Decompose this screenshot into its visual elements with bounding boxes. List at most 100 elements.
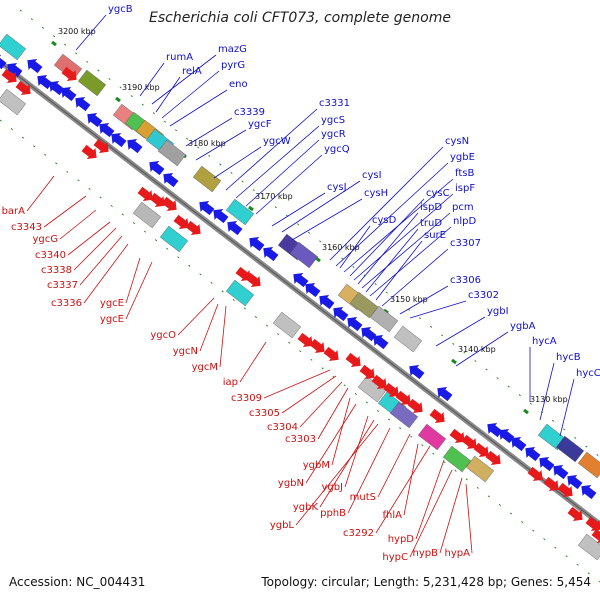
reverse-gene-label-c3303[interactable]: c3303 bbox=[285, 434, 316, 445]
forward-gene-label-ygcF[interactable]: ygcF bbox=[248, 119, 272, 130]
gene-leader-line bbox=[339, 225, 371, 269]
gene-leader-line bbox=[329, 146, 444, 261]
forward-gene-label-cysH[interactable]: cysH bbox=[364, 188, 388, 199]
gene-leader-line bbox=[369, 226, 452, 297]
forward-gene-arrow bbox=[149, 160, 165, 176]
reverse-gene-label-ygbK[interactable]: ygbK bbox=[293, 502, 319, 513]
forward-gene-arrow bbox=[333, 306, 349, 322]
forward-gene-label-rumA[interactable]: rumA bbox=[166, 52, 193, 63]
reverse-gene-label-c3337[interactable]: c3337 bbox=[47, 280, 78, 291]
forward-gene-label-eno[interactable]: eno bbox=[229, 79, 248, 90]
forward-gene-label-truD[interactable]: truD bbox=[420, 218, 442, 229]
forward-gene-label-ftsB[interactable]: ftsB bbox=[455, 168, 474, 179]
gene-leader-line bbox=[415, 459, 445, 540]
gene-leader-line bbox=[455, 331, 509, 367]
gene-block bbox=[159, 225, 189, 253]
reverse-gene-label-ygcN[interactable]: ygcN bbox=[173, 346, 198, 357]
forward-gene-label-hycA[interactable]: hycA bbox=[532, 336, 557, 347]
forward-gene-label-nlpD[interactable]: nlpD bbox=[453, 216, 476, 227]
gene-leader-line bbox=[73, 227, 117, 271]
reverse-gene-label-mutS[interactable]: mutS bbox=[350, 492, 376, 503]
forward-gene-label-surE[interactable]: surE bbox=[424, 230, 446, 241]
track-guide-reverse-outer bbox=[0, 119, 600, 583]
reverse-gene-label-ygcG[interactable]: ygcG bbox=[32, 234, 58, 245]
forward-gene-label-c3307[interactable]: c3307 bbox=[450, 238, 481, 249]
forward-gene-label-pyrG[interactable]: pyrG bbox=[221, 60, 245, 71]
reverse-gene-arrow bbox=[527, 466, 543, 482]
forward-gene-label-ispF[interactable]: ispF bbox=[455, 183, 475, 194]
forward-gene-label-ygbA[interactable]: ygbA bbox=[510, 321, 536, 332]
reverse-gene-label-ygcM[interactable]: ygcM bbox=[192, 362, 218, 373]
gene-block bbox=[349, 291, 379, 319]
reverse-gene-label-c3336[interactable]: c3336 bbox=[51, 298, 82, 309]
forward-gene-label-hycC[interactable]: hycC bbox=[576, 368, 600, 379]
gene-leader-line bbox=[409, 300, 467, 319]
reverse-gene-label-c3304[interactable]: c3304 bbox=[267, 422, 298, 433]
reverse-gene-label-hypD[interactable]: hypD bbox=[388, 534, 415, 545]
forward-gene-label-cysJ[interactable]: cysJ bbox=[327, 182, 347, 193]
reverse-gene-label-ygbM[interactable]: ygbM bbox=[303, 460, 330, 471]
gene-leader-line bbox=[125, 257, 141, 304]
forward-gene-label-c3331[interactable]: c3331 bbox=[319, 98, 350, 109]
reverse-gene-label-c3305[interactable]: c3305 bbox=[249, 408, 280, 419]
forward-gene-label-ygbE[interactable]: ygbE bbox=[450, 152, 475, 163]
forward-gene-label-ispD[interactable]: ispD bbox=[420, 202, 442, 213]
forward-gene-label-ygcR[interactable]: ygcR bbox=[321, 129, 346, 140]
reverse-gene-arrow bbox=[185, 220, 201, 236]
gene-leader-line bbox=[331, 397, 351, 466]
reverse-gene-label-c3309[interactable]: c3309 bbox=[231, 393, 262, 404]
reverse-gene-label-iap[interactable]: iap bbox=[223, 377, 238, 388]
forward-gene-label-c3302[interactable]: c3302 bbox=[468, 290, 499, 301]
forward-gene-arrow bbox=[409, 364, 425, 380]
reverse-gene-label-c3343[interactable]: c3343 bbox=[11, 222, 42, 233]
forward-gene-arrow bbox=[99, 122, 115, 138]
reverse-gene-label-ygcE[interactable]: ygcE bbox=[100, 314, 124, 325]
gene-leader-line bbox=[169, 89, 228, 127]
ruler-tick bbox=[248, 205, 254, 212]
gene-block bbox=[465, 455, 495, 483]
reverse-gene-label-barA[interactable]: barA bbox=[2, 206, 26, 217]
reverse-gene-arrow bbox=[359, 364, 375, 380]
forward-gene-label-ygcW[interactable]: ygcW bbox=[263, 136, 291, 147]
reverse-gene-label-c3338[interactable]: c3338 bbox=[41, 265, 72, 276]
ruler-label: 3140 kbp bbox=[458, 345, 496, 354]
reverse-gene-label-c3340[interactable]: c3340 bbox=[35, 250, 66, 261]
forward-gene-label-c3306[interactable]: c3306 bbox=[450, 275, 481, 286]
reverse-gene-label-fhlA[interactable]: fhlA bbox=[383, 510, 403, 521]
reverse-gene-label-hypA[interactable]: hypA bbox=[445, 548, 471, 559]
reverse-gene-label-pphB[interactable]: pphB bbox=[320, 508, 346, 519]
forward-gene-label-ygbI[interactable]: ygbI bbox=[487, 306, 509, 317]
forward-gene-label-ygcB[interactable]: ygcB bbox=[108, 4, 133, 15]
gene-block bbox=[389, 401, 419, 429]
gene-block bbox=[77, 69, 107, 97]
reverse-gene-label-hypB[interactable]: hypB bbox=[413, 548, 439, 559]
reverse-gene-label-ygbL[interactable]: ygbL bbox=[270, 520, 295, 531]
gene-leader-line bbox=[225, 108, 318, 191]
forward-gene-label-c3339[interactable]: c3339 bbox=[234, 107, 265, 118]
reverse-gene-arrow bbox=[81, 144, 97, 160]
forward-gene-label-cysI[interactable]: cysI bbox=[362, 170, 382, 181]
forward-gene-label-hycB[interactable]: hycB bbox=[556, 352, 581, 363]
forward-gene-label-relA[interactable]: relA bbox=[182, 66, 202, 77]
forward-gene-label-ygcQ[interactable]: ygcQ bbox=[324, 144, 350, 155]
ruler-label: 3190 kbp bbox=[122, 83, 160, 92]
reverse-gene-label-hypC[interactable]: hypC bbox=[382, 552, 408, 563]
forward-gene-label-cysD[interactable]: cysD bbox=[372, 215, 397, 226]
reverse-gene-arrow bbox=[137, 186, 153, 202]
forward-gene-label-cysN[interactable]: cysN bbox=[445, 136, 469, 147]
forward-gene-label-cysC[interactable]: cysC bbox=[426, 188, 450, 199]
reverse-gene-label-c3292[interactable]: c3292 bbox=[343, 528, 374, 539]
ruler-tick bbox=[451, 358, 457, 365]
forward-gene-arrow bbox=[487, 422, 503, 438]
forward-gene-label-ygcS[interactable]: ygcS bbox=[321, 115, 345, 126]
reverse-gene-label-ygcE[interactable]: ygcE bbox=[100, 298, 124, 309]
reverse-gene-label-ygbN[interactable]: ygbN bbox=[278, 478, 304, 489]
forward-gene-label-mazG[interactable]: mazG bbox=[218, 44, 247, 55]
forward-gene-arrow bbox=[567, 474, 583, 490]
gene-leader-line bbox=[335, 162, 449, 267]
forward-gene-label-pcm[interactable]: pcm bbox=[452, 202, 474, 213]
forward-gene-arrow bbox=[347, 316, 363, 332]
reverse-gene-label-ygcO[interactable]: ygcO bbox=[150, 330, 176, 341]
gene-block bbox=[417, 423, 447, 451]
